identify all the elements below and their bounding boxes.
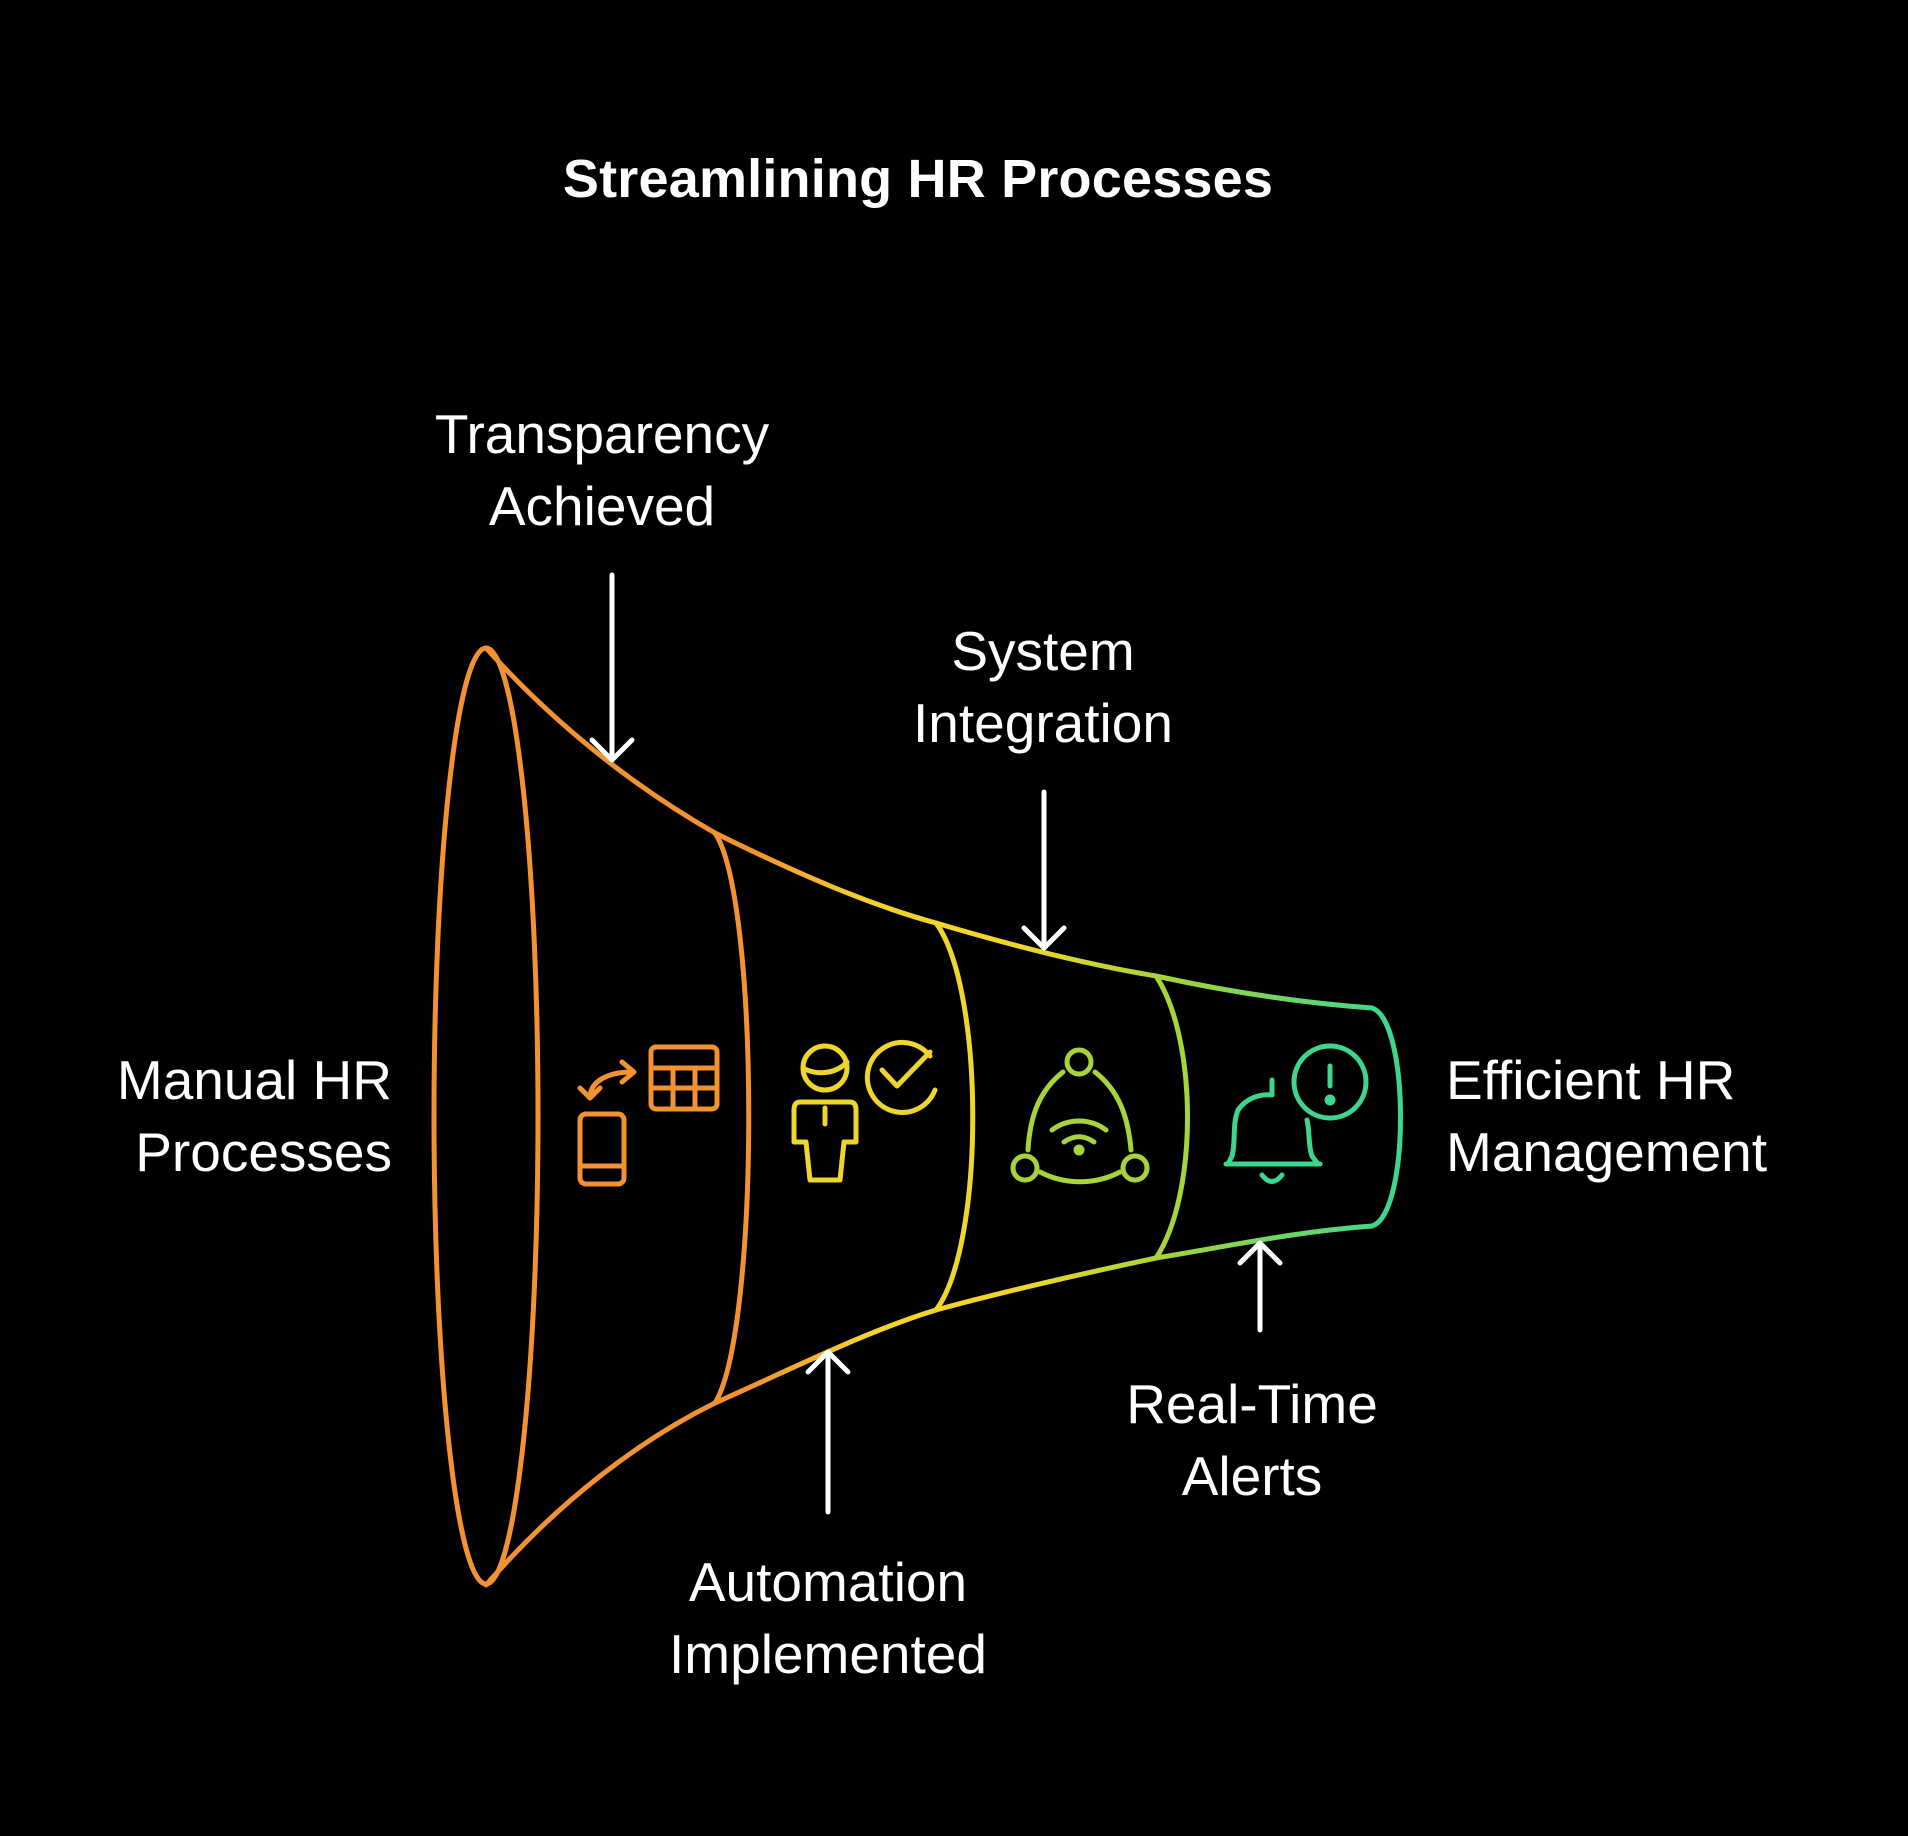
page-title: Streamlining HR Processes <box>562 149 1274 209</box>
arrow-real-time-alerts <box>1237 1240 1283 1333</box>
funnel-mouth <box>431 645 541 1587</box>
end-label: Efficient HR Management <box>1446 1044 1866 1188</box>
funnel-bottom-edge <box>483 1223 1375 1588</box>
divider-2 <box>933 920 976 1313</box>
arrow-system-integration <box>1021 789 1067 951</box>
divider-3 <box>1153 973 1190 1261</box>
stage-label-automation-line-2: Implemented <box>669 1623 987 1685</box>
arrow-transparency <box>589 572 635 763</box>
stage-label-real-time-alerts: Real-Time Alerts <box>1052 1368 1452 1512</box>
stage-label-automation: Automation Implemented <box>628 1546 1028 1690</box>
user-approval-icon <box>791 1039 938 1183</box>
stage-label-system-integration-line-2: Integration <box>913 692 1173 754</box>
alert-bell-icon <box>1223 1043 1369 1184</box>
stage-label-real-time-alerts-line-2: Alerts <box>1181 1445 1323 1507</box>
stage-label-system-integration-line-1: System <box>951 620 1135 682</box>
divider-1 <box>712 830 752 1406</box>
stage-label-transparency-line-1: Transparency <box>434 403 770 465</box>
stage-label-automation-line-1: Automation <box>688 1551 968 1613</box>
stage-label-transparency-line-2: Achieved <box>488 475 716 537</box>
funnel-top-edge <box>483 645 1375 1011</box>
network-integration-icon <box>1010 1047 1150 1185</box>
funnel-end-cap <box>1369 1005 1403 1229</box>
end-label-line-1: Efficient HR <box>1446 1049 1736 1111</box>
stage-label-transparency: Transparency Achieved <box>402 398 802 542</box>
arrow-automation <box>805 1349 851 1515</box>
stage-label-real-time-alerts-line-1: Real-Time <box>1126 1373 1378 1435</box>
end-label-line-2: Management <box>1446 1121 1768 1183</box>
start-label-line-2: Processes <box>135 1121 392 1183</box>
data-transfer-icon <box>577 1044 720 1187</box>
stage-label-system-integration: System Integration <box>843 615 1243 759</box>
start-label: Manual HR Processes <box>62 1044 392 1188</box>
start-label-line-1: Manual HR <box>116 1049 392 1111</box>
